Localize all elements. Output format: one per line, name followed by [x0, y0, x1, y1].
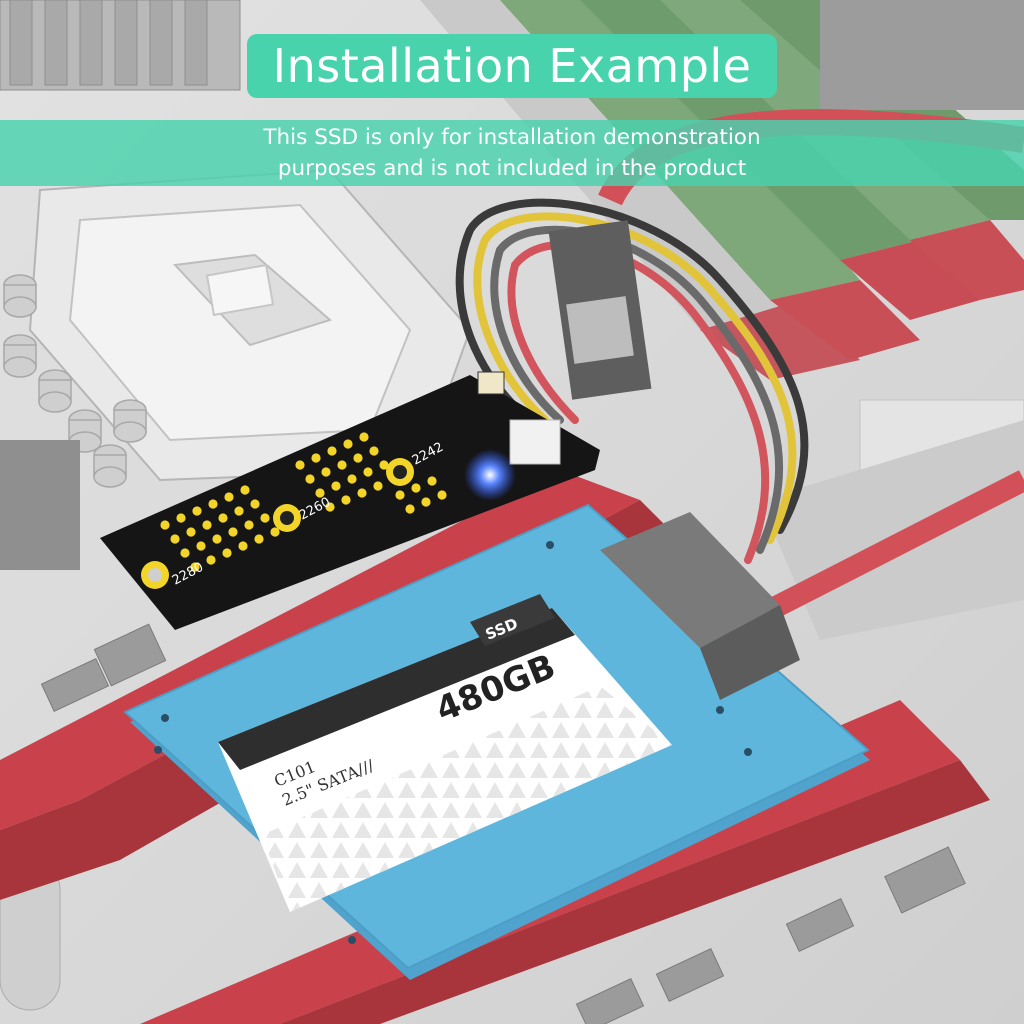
contact-pad [353, 453, 363, 463]
contact-pad [192, 506, 202, 516]
page-title: Installation Example [247, 34, 777, 98]
contact-pad [327, 446, 337, 456]
contact-pad [369, 446, 379, 456]
contact-pad [337, 460, 347, 470]
vrm-block [0, 440, 80, 570]
contact-pad [222, 548, 232, 558]
contact-pad [357, 488, 367, 498]
screw-holes [154, 541, 752, 944]
contact-pad [240, 485, 250, 495]
status-led [464, 449, 516, 501]
contact-pad [234, 506, 244, 516]
mounting-holes [141, 458, 414, 589]
contact-pad [331, 481, 341, 491]
contact-pad [305, 474, 315, 484]
contact-pad [395, 490, 405, 500]
contact-pad [321, 467, 331, 477]
disclaimer-line-2: purposes and is not included in the prod… [277, 156, 747, 181]
contact-pad [421, 497, 431, 507]
contact-pad [427, 476, 437, 486]
power-header [509, 419, 561, 465]
sata-plug [548, 220, 652, 400]
contact-pad [325, 502, 335, 512]
disclaimer-line-1: This SSD is only for installation demons… [263, 125, 761, 150]
contact-pad [343, 439, 353, 449]
contact-pad [228, 527, 238, 537]
power-connector [820, 0, 1024, 110]
contact-pad [218, 513, 228, 523]
contact-pad [238, 541, 248, 551]
contact-pad [411, 483, 421, 493]
contact-pad [190, 562, 200, 572]
contact-pad [363, 467, 373, 477]
contact-pad [160, 520, 170, 530]
disclaimer-note: This SSD is only for installation demons… [0, 122, 1024, 184]
contact-pad [208, 499, 218, 509]
contact-pad [315, 488, 325, 498]
contact-pad [311, 453, 321, 463]
heatsink [0, 0, 241, 91]
contact-pad [405, 504, 415, 514]
contact-pad [379, 460, 389, 470]
contact-pad [206, 555, 216, 565]
contact-pad [373, 481, 383, 491]
contact-pad [244, 520, 254, 530]
subtitle-band [0, 120, 1024, 186]
contact-pad [254, 534, 264, 544]
contact-pad [437, 490, 447, 500]
m2-adapter-board [100, 371, 600, 630]
resistor [477, 371, 505, 395]
contact-pad [260, 513, 270, 523]
contact-pad [347, 474, 357, 484]
contact-pad [196, 541, 206, 551]
m2-adapter-pads [160, 432, 447, 572]
contact-pad [295, 460, 305, 470]
contact-pad [170, 534, 180, 544]
contact-pad [180, 548, 190, 558]
small-chips [40, 623, 966, 1024]
capacitors [3, 274, 147, 488]
contact-pad [359, 432, 369, 442]
contact-pad [270, 527, 280, 537]
contact-pad [224, 492, 234, 502]
contact-pad [202, 520, 212, 530]
contact-pad [250, 499, 260, 509]
ssd-drive [123, 503, 870, 980]
contact-pad [212, 534, 222, 544]
contact-pad [341, 495, 351, 505]
sata-data-cable-end [764, 470, 1024, 620]
contact-pad [176, 513, 186, 523]
contact-pad [186, 527, 196, 537]
